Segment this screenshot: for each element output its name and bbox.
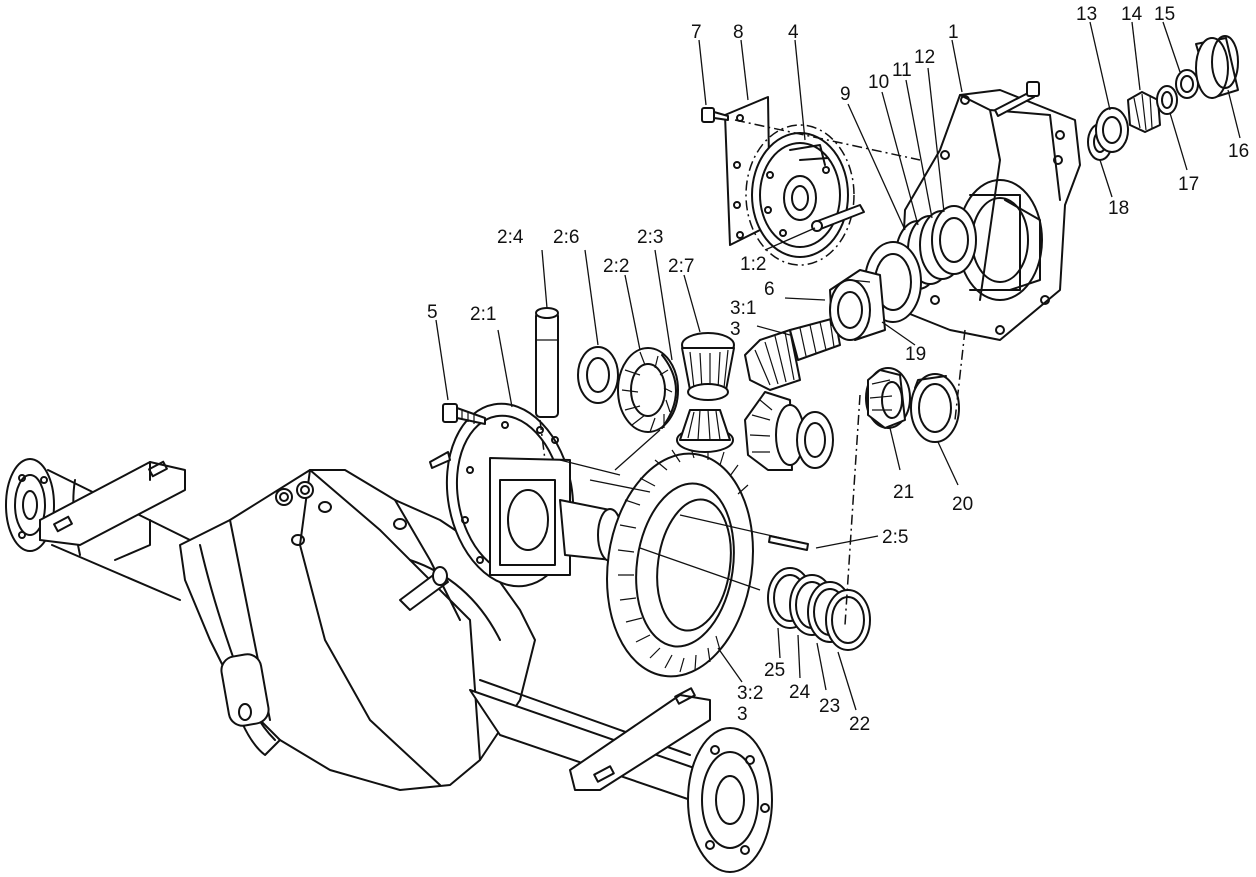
callout-11: 11 <box>892 60 912 81</box>
bolt-5 <box>442 403 486 425</box>
callout-3-upper: 3 <box>730 319 741 340</box>
callout-24: 24 <box>789 682 811 703</box>
callout-2-4: 2:4 <box>497 227 524 248</box>
pinion-carrier <box>899 81 1081 341</box>
callout-21: 21 <box>893 482 914 503</box>
callout-15: 15 <box>1154 4 1175 25</box>
screw-7 <box>701 107 729 123</box>
gear-14 <box>1127 91 1161 133</box>
shim-rings-22-25 <box>767 567 871 651</box>
bearing-cup-20 <box>910 373 960 443</box>
bearing-cone-21 <box>865 367 911 429</box>
callout-12: 12 <box>914 47 935 68</box>
callout-2-2: 2:2 <box>603 256 629 277</box>
callout-10: 10 <box>868 72 889 93</box>
pinion-gear-upper <box>681 332 735 401</box>
callout-3-2: 3:2 <box>737 683 763 704</box>
callout-17: 17 <box>1178 174 1199 195</box>
callout-5: 5 <box>427 302 438 323</box>
callout-9: 9 <box>840 84 851 105</box>
callout-2-3: 2:3 <box>637 227 663 248</box>
callout-1-2: 1:2 <box>740 254 766 275</box>
drive-pinion <box>744 317 841 391</box>
side-gear-2-2 <box>617 347 679 433</box>
callout-1: 1 <box>948 22 959 43</box>
callout-2-1: 2:1 <box>470 304 496 325</box>
retainer-15 <box>1175 69 1199 99</box>
callout-23: 23 <box>819 696 840 717</box>
pinion-gear-lower <box>676 409 734 453</box>
dowel-pin-1-2 <box>811 204 865 232</box>
bearing-19 <box>829 241 922 341</box>
thrust-washer-2-6 <box>577 346 619 404</box>
cross-shaft <box>535 307 559 418</box>
callout-19: 19 <box>905 344 926 365</box>
callout-22: 22 <box>849 714 870 735</box>
callout-20: 20 <box>952 494 973 515</box>
callout-3-lower: 3 <box>737 704 748 725</box>
center-lines <box>539 119 966 626</box>
callout-3-1: 3:1 <box>730 298 756 319</box>
callout-7: 7 <box>691 22 702 43</box>
snap-ring-17 <box>1156 85 1178 115</box>
axle-housing <box>5 458 773 873</box>
callout-18: 18 <box>1108 198 1129 219</box>
bearing-13 <box>1095 107 1129 153</box>
callout-14: 14 <box>1121 4 1143 25</box>
callout-2-6: 2:6 <box>553 227 579 248</box>
callout-16: 16 <box>1228 141 1249 162</box>
callout-25: 25 <box>764 660 785 681</box>
ring-gear <box>606 444 754 678</box>
callout-labels: 1 1:2 2:1 2:2 2:3 2:4 2:5 2:6 2:7 3 3:1 … <box>427 4 1249 735</box>
callout-13: 13 <box>1076 4 1097 25</box>
callout-2-7: 2:7 <box>668 256 694 277</box>
roll-pin <box>768 535 809 551</box>
callout-2-5: 2:5 <box>882 527 908 548</box>
callout-6: 6 <box>764 279 775 300</box>
callout-4: 4 <box>788 22 799 43</box>
callout-8: 8 <box>733 22 744 43</box>
side-gear-right <box>744 391 834 471</box>
cap-16 <box>1195 35 1239 99</box>
seal-cover-4 <box>745 124 855 266</box>
leader-lines <box>435 21 1241 711</box>
